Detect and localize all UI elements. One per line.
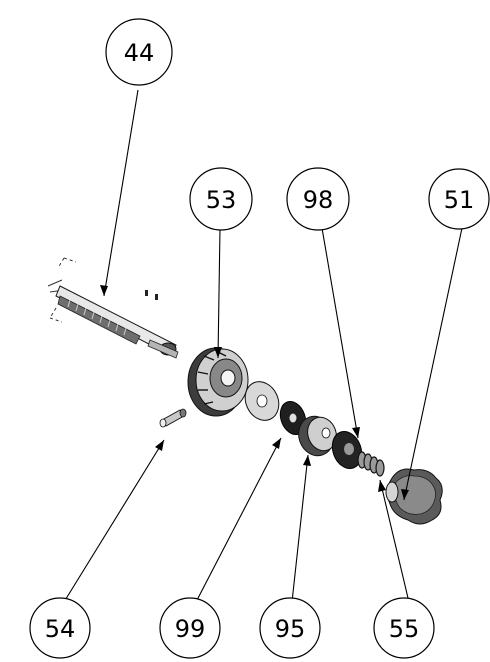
- balloon-55: 55: [373, 597, 435, 659]
- balloon-99: 99: [159, 597, 221, 659]
- spring-part-55: [357, 451, 385, 477]
- knob-part-51: [385, 468, 443, 525]
- balloon-98-label: 98: [303, 186, 334, 214]
- balloon-54: 54: [29, 597, 91, 659]
- balloon-98: 98: [286, 167, 350, 231]
- balloon-99-label: 99: [175, 615, 206, 643]
- balloon-55-label: 55: [389, 615, 420, 643]
- balloon-54-label: 54: [45, 615, 76, 643]
- balloon-95: 95: [259, 597, 321, 659]
- balloon-51-label: 51: [444, 186, 475, 214]
- washer-part-98: [331, 431, 363, 469]
- leader-lines: [63, 89, 463, 603]
- washer-part-99: [279, 401, 307, 435]
- balloon-44-label: 44: [124, 39, 155, 67]
- washer-part: [244, 381, 280, 421]
- balloon-53: 53: [189, 167, 253, 231]
- hub-part-95: [298, 415, 337, 457]
- balloon-44: 44: [105, 18, 173, 86]
- gear-part-53: [187, 347, 249, 417]
- shaft-part-44: [55, 285, 179, 359]
- balloon-51: 51: [428, 168, 490, 230]
- balloon-95-label: 95: [275, 615, 306, 643]
- pin-part-54: [159, 408, 187, 428]
- balloon-53-label: 53: [206, 186, 237, 214]
